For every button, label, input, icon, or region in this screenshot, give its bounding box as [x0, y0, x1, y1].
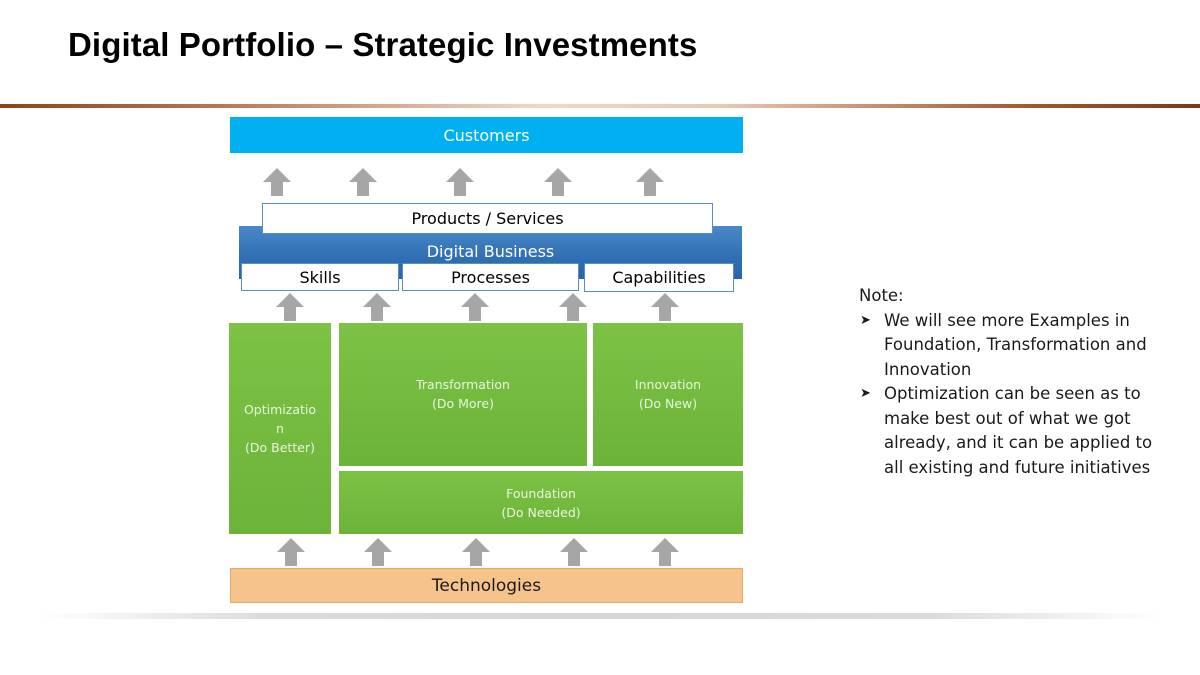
transformation-line1: Transformation [416, 377, 510, 392]
up-arrow-icon [364, 538, 392, 566]
capabilities-label: Capabilities [612, 268, 706, 287]
up-arrow-icon [651, 293, 679, 321]
up-arrow-icon [462, 538, 490, 566]
up-arrow-icon [559, 293, 587, 321]
up-arrow-icon [276, 293, 304, 321]
footer-divider [40, 613, 1160, 619]
foundation-line1: Foundation [506, 485, 576, 501]
transformation-line2: (Do More) [432, 396, 494, 411]
foundation-line2: (Do Needed) [501, 504, 581, 520]
processes-box: Processes [402, 263, 579, 291]
technologies-label: Technologies [431, 575, 542, 596]
arrowhead-bullet-icon: ➤ [860, 386, 871, 401]
up-arrow-icon [263, 168, 291, 196]
skills-box: Skills [241, 263, 399, 291]
processes-label: Processes [451, 267, 530, 287]
innovation-block: Innovation (Do New) [593, 323, 743, 466]
slide-title: Digital Portfolio – Strategic Investment… [68, 26, 698, 63]
up-arrow-icon [560, 538, 588, 566]
transformation-block: Transformation (Do More) [339, 323, 587, 466]
innovation-line1: Innovation [634, 377, 702, 392]
up-arrow-icon [363, 293, 391, 321]
up-arrow-icon [636, 168, 664, 196]
optimization-line1: Optimizatio [243, 402, 317, 417]
customers-label: Customers [443, 125, 530, 145]
note-item: ➤ We will see more Examples in Foundatio… [859, 309, 1159, 383]
optimization-line3: (Do Better) [245, 440, 315, 455]
note-item: ➤ Optimization can be seen as to make be… [859, 382, 1159, 480]
technologies-bar: Technologies [230, 568, 743, 603]
up-arrow-icon [544, 168, 572, 196]
note-panel: Note: ➤ We will see more Examples in Fou… [859, 284, 1159, 480]
up-arrow-icon [446, 168, 474, 196]
customers-bar: Customers [230, 117, 743, 153]
innovation-line2: (Do New) [638, 396, 698, 411]
foundation-block: Foundation (Do Needed) [339, 471, 743, 534]
optimization-line2: n [276, 421, 284, 436]
products-services-box: Products / Services [262, 203, 713, 234]
skills-label: Skills [299, 267, 341, 287]
note-item-text: Optimization can be seen as to make best… [884, 384, 1153, 477]
note-heading: Note: [859, 286, 904, 305]
up-arrow-icon [277, 538, 305, 566]
arrowhead-bullet-icon: ➤ [860, 312, 871, 328]
up-arrow-icon [651, 538, 679, 566]
up-arrow-icon [461, 293, 489, 321]
products-services-label: Products / Services [411, 209, 564, 228]
up-arrow-icon [349, 168, 377, 196]
digital-business-label: Digital Business [426, 242, 555, 261]
title-divider [0, 104, 1200, 108]
optimization-block: Optimizatio n (Do Better) [229, 323, 331, 534]
note-item-text: We will see more Examples in Foundation,… [884, 310, 1147, 379]
capabilities-box: Capabilities [584, 263, 734, 292]
